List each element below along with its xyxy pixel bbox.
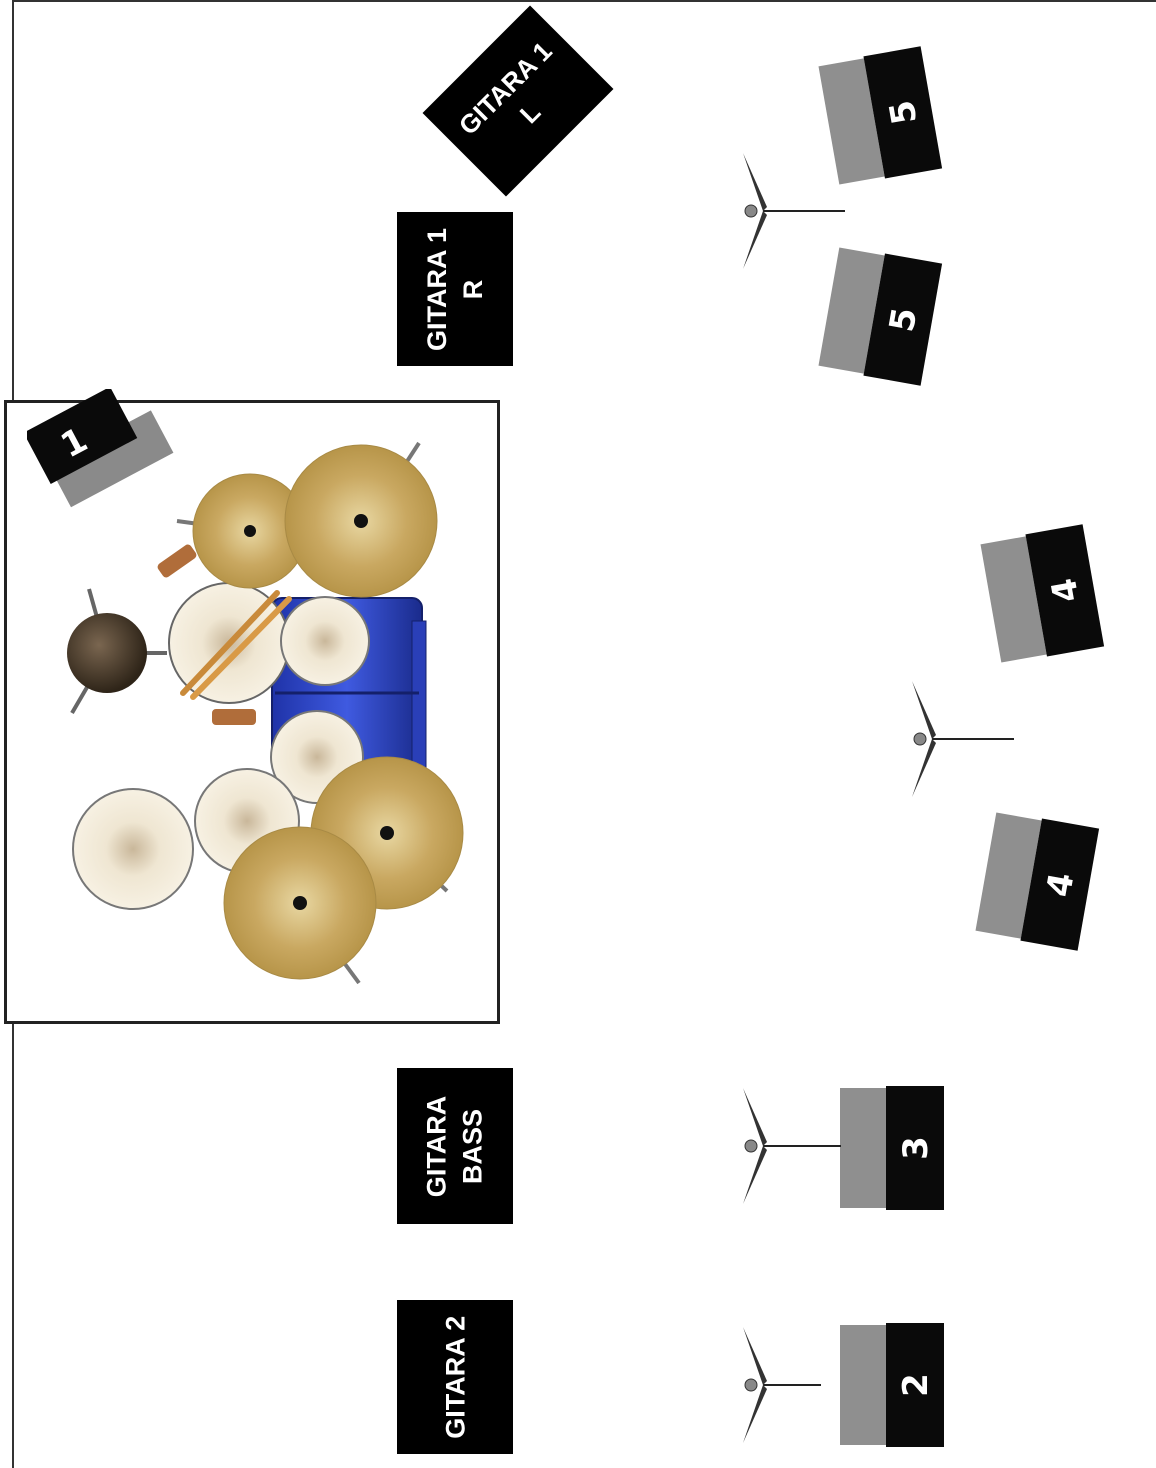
mic-stand-icon: [912, 681, 1014, 797]
mic-stand-icon: [743, 1327, 821, 1443]
wedge-monitor-bass: 3: [840, 1086, 944, 1210]
wedge-monitor-guitar2-label: 2: [896, 1373, 936, 1397]
wedge-monitor-bass-label: 3: [896, 1136, 936, 1160]
wedge-monitor-guitar1-left: 5: [818, 46, 942, 186]
wedge-monitor-guitar1-right: 5: [818, 246, 942, 386]
mic-stand-icon: [743, 1088, 841, 1204]
wedge-monitor-center-right: 4: [975, 811, 1099, 951]
wedge-monitor-center-left: 4: [980, 524, 1104, 664]
wedge-monitor-guitar2: 2: [840, 1323, 944, 1447]
mic-stand-icon: [743, 153, 845, 269]
